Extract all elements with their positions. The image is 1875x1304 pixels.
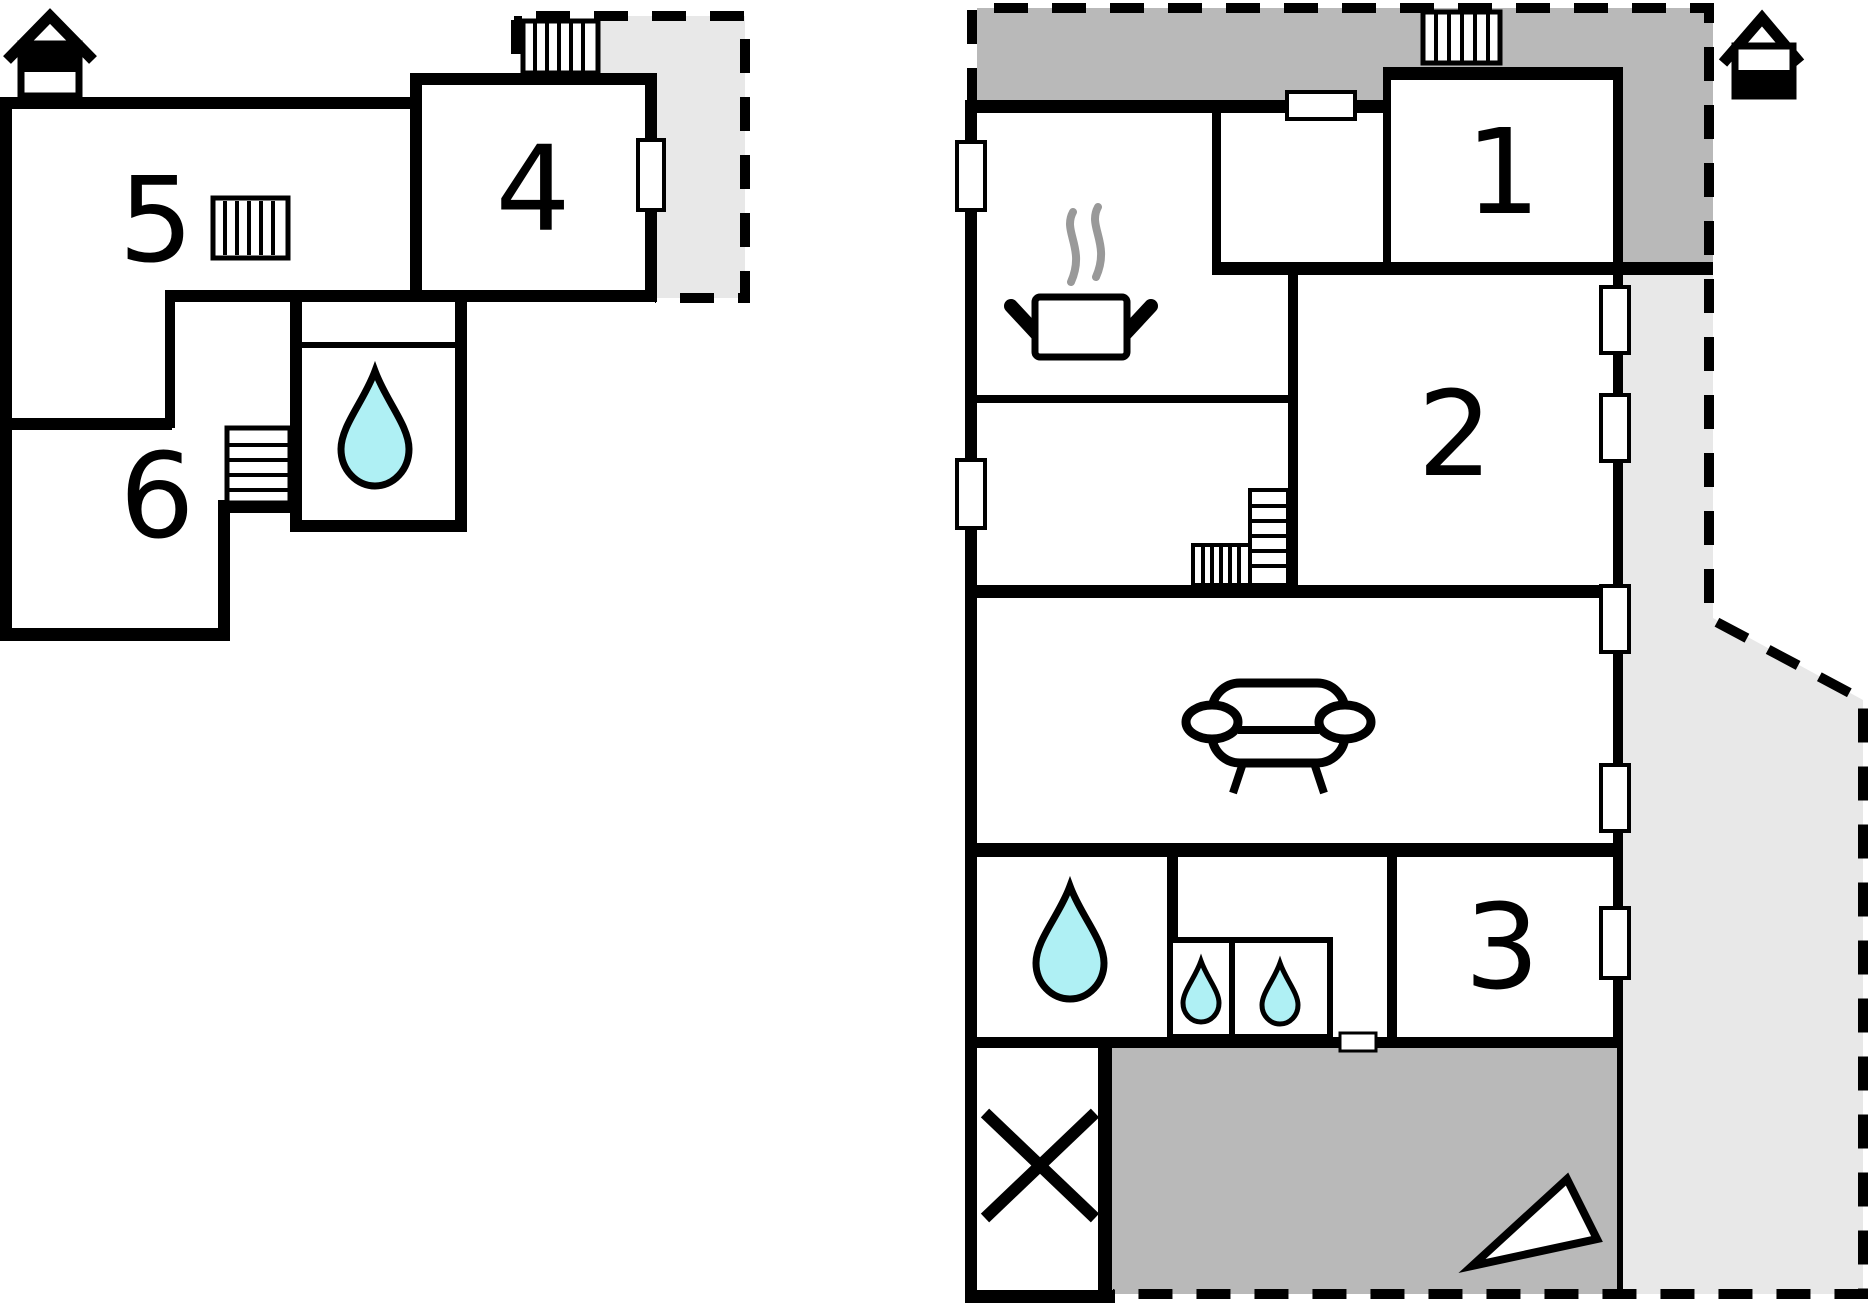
wall-segment: [290, 302, 302, 532]
radiator-icon: [210, 195, 291, 261]
wall-segment: [965, 100, 977, 1303]
shower-cabins: [1167, 937, 1333, 1040]
stair-treads: [533, 23, 585, 71]
wall-segment: [0, 97, 12, 640]
wall-segment: [0, 628, 230, 641]
wall-segment: [168, 290, 657, 302]
window-marker: [955, 458, 987, 530]
window-marker: [1599, 285, 1631, 355]
small-water-drop-icon: [1180, 953, 1222, 1025]
wall-segment: [410, 73, 657, 85]
wall-segment: [977, 585, 1623, 598]
room-3-label: 3: [1464, 878, 1539, 1016]
house-upper-floor-icon: [3, 8, 97, 100]
room-5-label: 5: [118, 151, 193, 289]
terrace-divider-line: [1617, 1048, 1623, 1294]
ground-exterior-stairs-icon: [1420, 9, 1503, 66]
wall-segment: [410, 73, 422, 302]
stair-treads: [1434, 14, 1490, 61]
wall-segment: [1098, 1037, 1112, 1303]
window-marker: [1599, 906, 1631, 980]
upper-floor-walls: [0, 73, 657, 641]
window-marker: [1599, 763, 1631, 833]
wall-segment-thin: [1383, 67, 1391, 267]
wall-segment: [218, 500, 230, 640]
ground-internal-stairs-icon: [1191, 488, 1290, 587]
wall-segment: [1613, 67, 1623, 1048]
wall-segment-thin: [977, 395, 1288, 403]
upper-exterior-stairs-icon: [514, 16, 601, 76]
steam-line: [1091, 203, 1105, 281]
window-marker: [1599, 584, 1631, 654]
wall-segment: [1212, 262, 1713, 275]
wall-segment: [1387, 843, 1397, 1037]
wall-segment: [455, 302, 467, 532]
upper-floor-plan: 5 4 6: [0, 8, 750, 641]
north-arrow-icon: [1458, 1172, 1603, 1274]
steam-line: [1066, 208, 1080, 286]
radiator-fins: [223, 201, 275, 255]
water-drop-icon: [1032, 875, 1108, 1003]
ground-floor-plan: 1 2 3: [955, 3, 1868, 1303]
window-marker: [1599, 393, 1631, 463]
wall-segment: [290, 520, 467, 532]
upper-internal-stairs-icon: [224, 425, 293, 506]
window-marker: [636, 138, 666, 212]
wall-segment: [972, 843, 1623, 857]
wall-segment: [1288, 262, 1298, 592]
cooking-pot-icon: [1004, 203, 1158, 361]
crossed-box-icon: [980, 1108, 1100, 1223]
room-6-label: 6: [119, 427, 194, 565]
wall-segment: [965, 1290, 1115, 1303]
stair-treads: [1201, 547, 1241, 583]
wall-segment: [1383, 67, 1623, 80]
upper-terrace-area: [598, 16, 745, 298]
house-lower-floor-icon: [1718, 9, 1805, 100]
wall-segment: [6, 418, 172, 430]
covered-terrace-bottom: [1112, 1048, 1619, 1294]
room-2-label: 2: [1417, 365, 1492, 503]
stair-side-wall: [514, 16, 522, 54]
house-lower-half-filled: [1732, 70, 1796, 99]
room-4-label: 4: [495, 120, 570, 258]
wall-segment: [165, 290, 175, 428]
sofa-icon: [1181, 678, 1376, 795]
wall-segment-thin: [302, 342, 455, 348]
pot-body: [1031, 293, 1131, 361]
room-1-floor: [1391, 80, 1613, 262]
sofa-armrest: [1314, 700, 1376, 744]
covered-terrace-right: [1623, 103, 1713, 268]
wall-segment-thin: [1212, 113, 1221, 262]
house-upper-half-filled: [18, 41, 82, 72]
wall-segment: [977, 1037, 1100, 1048]
door-marker: [1285, 90, 1357, 121]
wall-segment: [0, 97, 416, 109]
window-marker: [955, 140, 987, 212]
water-drop-icon: [337, 360, 413, 490]
cross-line: [980, 1108, 1100, 1223]
room-1-label: 1: [1465, 103, 1540, 241]
stair-treads: [1252, 504, 1286, 568]
door-marker: [1338, 1031, 1378, 1053]
stair-treads: [229, 443, 288, 492]
sofa-armrest: [1181, 700, 1243, 744]
small-water-drop-icon: [1259, 955, 1301, 1027]
open-terrace-right: [1623, 268, 1863, 1294]
ground-terrace-dashed-outline: [967, 3, 1868, 1299]
